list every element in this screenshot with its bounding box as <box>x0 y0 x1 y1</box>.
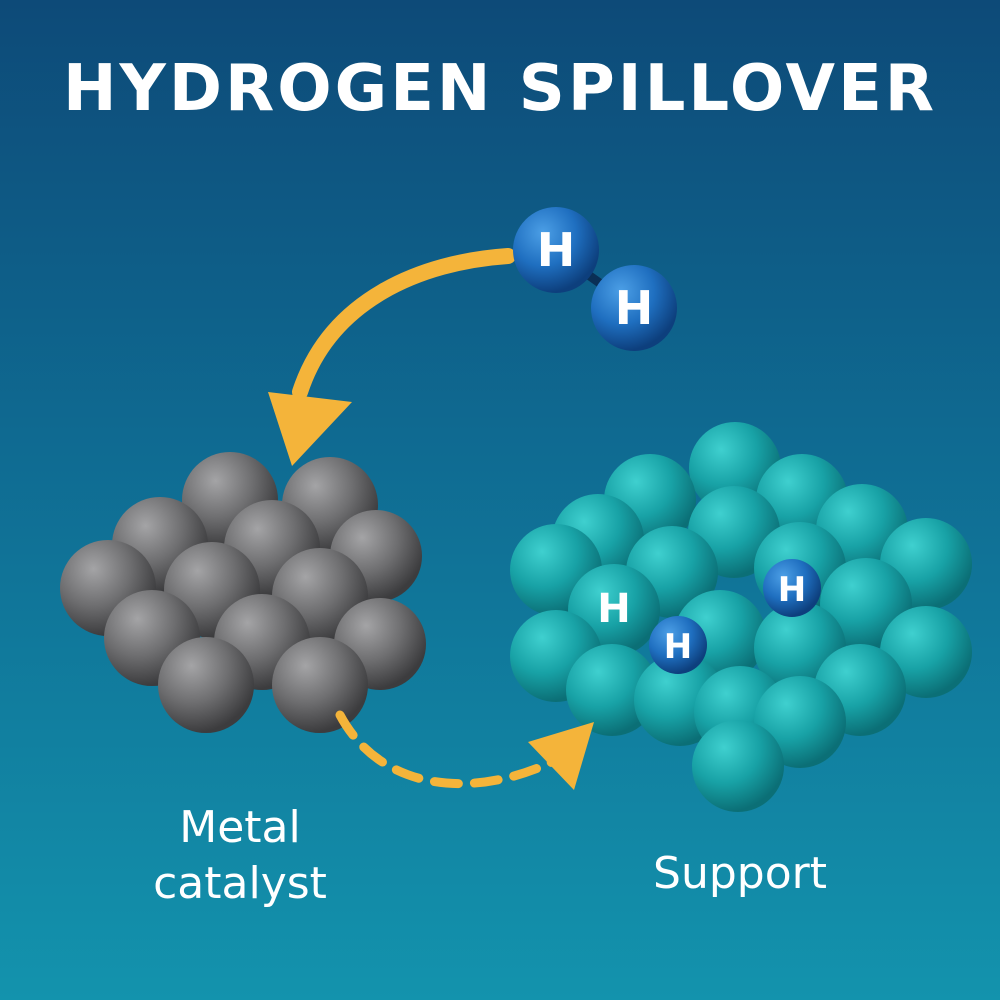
hydrogen-symbol-surface-1: H <box>597 586 630 632</box>
adsorption-arrow-head <box>268 392 352 466</box>
metal-catalyst-cluster <box>60 452 426 733</box>
metal-catalyst-label-line2: catalyst <box>153 858 327 909</box>
spillover-arrow-head <box>528 722 594 790</box>
support-label: Support <box>653 848 827 899</box>
support-atom <box>566 644 658 736</box>
metal-atom <box>158 637 254 733</box>
hydrogen-atom-surface-2 <box>649 616 707 674</box>
hydrogen-atom-2 <box>591 265 677 351</box>
metal-atom <box>272 637 368 733</box>
spilled-hydrogen-atoms: H H H <box>597 559 821 674</box>
metal-catalyst-label-line1: Metal <box>179 802 301 853</box>
hydrogen-atom-surface-3 <box>763 559 821 617</box>
metal-catalyst-label: Metal catalyst <box>110 800 370 912</box>
hydrogen-symbol-surface-3: H <box>778 570 806 610</box>
spillover-arrow-dashed <box>335 710 557 789</box>
h2-molecule: H H <box>513 207 677 351</box>
hydrogen-symbol-1: H <box>537 223 576 277</box>
hydrogen-symbol-surface-2: H <box>664 627 692 667</box>
adsorption-arrow-curve <box>292 248 516 400</box>
support-atom <box>692 720 784 812</box>
hydrogen-atom-1 <box>513 207 599 293</box>
title: HYDROGEN SPILLOVER <box>62 52 938 126</box>
hydrogen-symbol-2: H <box>615 281 654 335</box>
